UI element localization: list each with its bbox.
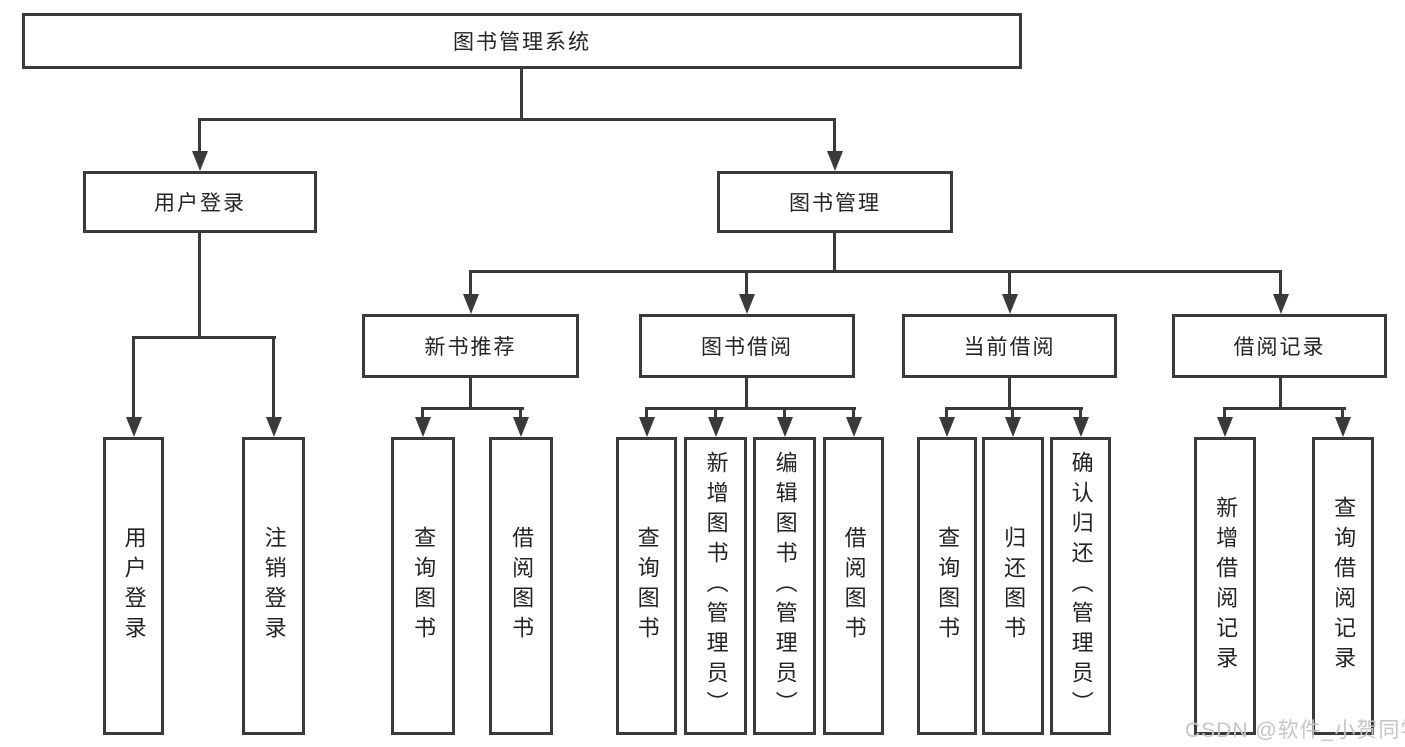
leaf-add-books-admin: 新增图书（管理员） xyxy=(684,437,747,735)
csdn-watermark: CSDN @软件_小贺同学 xyxy=(1185,719,1405,742)
leaf-query-books-current: 查询图书 xyxy=(917,437,977,735)
edge-new-book-stem xyxy=(469,378,472,410)
leaf-borrow-books-recommend: 借阅图书 xyxy=(489,437,553,735)
arrow-leaf-edit-book xyxy=(777,417,793,437)
leaf-borrow-books-label: 借阅图书 xyxy=(841,526,867,646)
leaf-logout-login-label: 注销登录 xyxy=(261,526,287,646)
node-book-management-label: 图书管理 xyxy=(789,192,881,215)
arrow-current-borrow xyxy=(1002,294,1018,314)
edge-book-mgmt-stem xyxy=(833,233,836,273)
arrow-leaf-add-record xyxy=(1217,417,1233,437)
leaf-add-books-admin-label: 新增图书（管理员） xyxy=(703,451,729,721)
arrow-leaf-query1 xyxy=(415,417,431,437)
arrow-borrow-records xyxy=(1273,294,1289,314)
arrow-book-mgmt xyxy=(827,151,843,171)
arrow-new-book xyxy=(463,294,479,314)
edge-to-leaf-query3 xyxy=(945,407,948,419)
node-book-management: 图书管理 xyxy=(717,171,953,233)
node-user-login: 用户登录 xyxy=(83,171,317,233)
edge-to-leaf-user-login xyxy=(132,336,135,418)
leaf-confirm-return-admin-label: 确认归还（管理员） xyxy=(1068,451,1094,721)
node-borrow-records: 借阅记录 xyxy=(1172,314,1387,378)
node-current-borrow-label: 当前借阅 xyxy=(963,336,1056,359)
arrow-leaf-return xyxy=(1005,417,1021,437)
edge-to-leaf-add-book xyxy=(714,407,717,419)
node-borrow-records-label: 借阅记录 xyxy=(1233,336,1326,359)
arrow-leaf-logout xyxy=(266,417,282,437)
node-root: 图书管理系统 xyxy=(22,13,1022,69)
node-user-login-label: 用户登录 xyxy=(154,192,246,215)
node-new-book-recommend: 新书推荐 xyxy=(362,314,579,378)
node-current-borrow: 当前借阅 xyxy=(902,314,1117,378)
leaf-borrow-books-recommend-label: 借阅图书 xyxy=(509,526,535,646)
leaf-query-borrow-record: 查询借阅记录 xyxy=(1312,437,1374,735)
edge-to-leaf-borrow2 xyxy=(852,407,855,419)
arrow-leaf-confirm-return xyxy=(1073,417,1089,437)
leaf-query-books-recommend: 查询图书 xyxy=(391,437,455,735)
edge-to-leaf-add-record xyxy=(1223,407,1226,419)
leaf-query-books-borrow-label: 查询图书 xyxy=(634,526,660,646)
leaf-query-borrow-record-label: 查询借阅记录 xyxy=(1331,496,1357,676)
leaf-add-borrow-record-label: 新增借阅记录 xyxy=(1213,496,1239,676)
leaf-confirm-return-admin: 确认归还（管理员） xyxy=(1050,437,1111,735)
arrow-leaf-query3 xyxy=(939,417,955,437)
edge-root-to-book-mgmt xyxy=(833,118,836,153)
leaf-query-books-recommend-label: 查询图书 xyxy=(411,526,437,646)
edge-to-book-borrow xyxy=(745,270,748,296)
leaf-borrow-books: 借阅图书 xyxy=(823,437,884,735)
arrow-leaf-query-record xyxy=(1335,417,1351,437)
edge-to-leaf-logout xyxy=(272,336,275,418)
edge-new-book-branch xyxy=(421,407,524,410)
edge-book-borrow-stem xyxy=(745,378,748,410)
arrow-leaf-borrow2 xyxy=(846,417,862,437)
edge-user-login-stem xyxy=(198,233,201,339)
edge-to-leaf-query1 xyxy=(421,407,424,419)
leaf-user-login-label: 用户登录 xyxy=(121,526,147,646)
edge-to-leaf-confirm-return xyxy=(1079,407,1082,419)
edge-to-leaf-return xyxy=(1011,407,1014,419)
edge-to-leaf-query-record xyxy=(1341,407,1344,419)
leaf-add-borrow-record: 新增借阅记录 xyxy=(1194,437,1256,735)
edge-to-leaf-query2 xyxy=(645,407,648,419)
arrow-book-borrow xyxy=(739,294,755,314)
edge-to-borrow-records xyxy=(1279,270,1282,296)
leaf-return-books: 归还图书 xyxy=(982,437,1044,735)
leaf-query-books-borrow: 查询图书 xyxy=(616,437,677,735)
edge-root-to-user-login xyxy=(198,118,201,153)
node-root-label: 图书管理系统 xyxy=(453,31,591,54)
arrow-user-login xyxy=(192,151,208,171)
node-book-borrow: 图书借阅 xyxy=(639,314,855,378)
leaf-edit-books-admin-label: 编辑图书（管理员） xyxy=(772,451,798,721)
edge-to-current-borrow xyxy=(1008,270,1011,296)
edge-book-borrow-branch xyxy=(645,407,856,410)
edge-to-leaf-borrow1 xyxy=(519,407,522,419)
node-new-book-recommend-label: 新书推荐 xyxy=(424,336,517,359)
leaf-return-books-label: 归还图书 xyxy=(1001,526,1027,646)
arrow-leaf-borrow1 xyxy=(513,417,529,437)
edge-current-borrow-stem xyxy=(1008,378,1011,410)
leaf-edit-books-admin: 编辑图书（管理员） xyxy=(753,437,816,735)
edge-borrow-records-branch xyxy=(1223,407,1346,410)
node-book-borrow-label: 图书借阅 xyxy=(701,336,793,359)
leaf-logout-login: 注销登录 xyxy=(242,437,305,735)
arrow-leaf-query2 xyxy=(639,417,655,437)
edge-root-stem xyxy=(520,69,523,118)
arrow-leaf-user-login xyxy=(126,417,142,437)
edge-borrow-records-stem xyxy=(1279,378,1282,410)
edge-user-login-branch xyxy=(132,336,276,339)
edge-current-borrow-branch xyxy=(945,407,1083,410)
edge-to-leaf-edit-book xyxy=(783,407,786,419)
edge-book-mgmt-branch xyxy=(469,270,1282,273)
edge-to-new-book xyxy=(469,270,472,296)
leaf-user-login: 用户登录 xyxy=(103,437,164,735)
leaf-query-books-current-label: 查询图书 xyxy=(935,526,961,646)
edge-root-branch xyxy=(198,118,835,121)
arrow-leaf-add-book xyxy=(708,417,724,437)
